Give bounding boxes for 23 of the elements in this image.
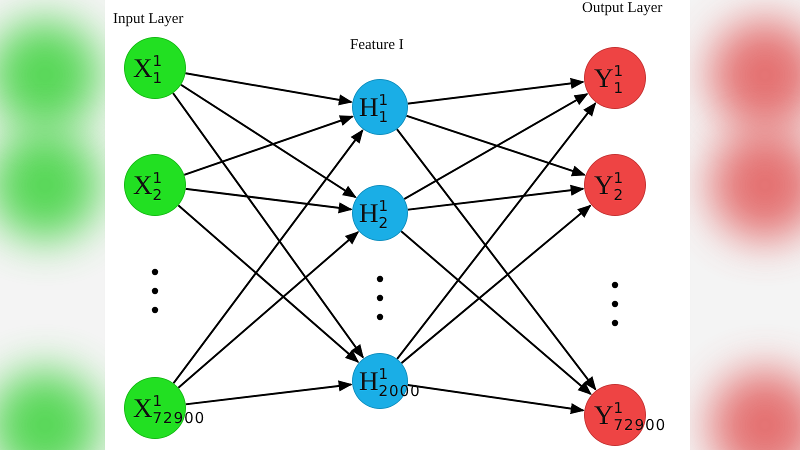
neuron-circle — [352, 79, 408, 135]
layer-heading: Feature I — [350, 37, 404, 54]
arrow — [408, 384, 585, 414]
arrow — [172, 92, 364, 359]
arrow — [185, 72, 353, 106]
arrow — [172, 129, 364, 384]
arrow — [406, 114, 586, 176]
arrow — [178, 204, 360, 363]
arrow — [396, 102, 596, 360]
layer-heading: Output Layer — [582, 0, 662, 17]
arrow — [408, 78, 585, 105]
arrow — [400, 204, 592, 364]
arrow — [178, 231, 360, 388]
arrow — [184, 115, 354, 176]
arrow — [186, 380, 353, 406]
arrow — [396, 128, 596, 391]
arrow — [400, 230, 592, 396]
arrow — [408, 184, 585, 211]
arrow — [186, 188, 353, 214]
arrow — [404, 93, 588, 200]
arrow — [180, 84, 357, 198]
neuron-circle — [352, 185, 408, 241]
layer-heading: Input Layer — [113, 11, 184, 28]
